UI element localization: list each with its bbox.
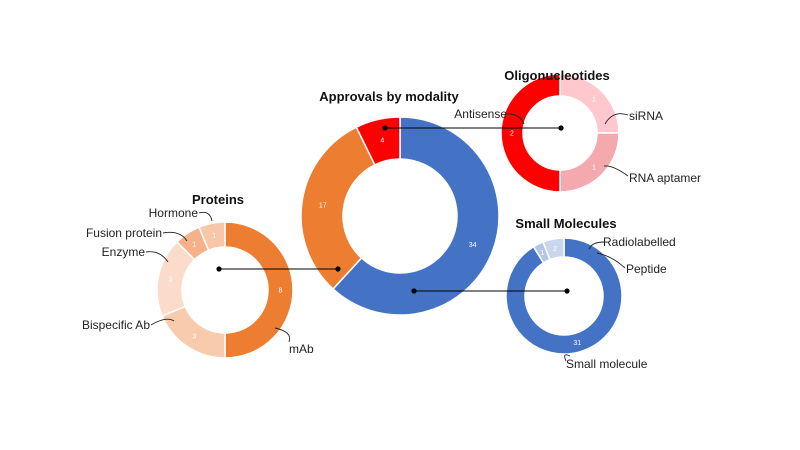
category-label-antisense: Antisense (454, 107, 507, 121)
value-label-small-molecule: 31 (573, 340, 581, 347)
slice-hormone[interactable] (197, 221, 226, 252)
connector-small-molecules-end-dot (564, 288, 570, 294)
connector-oligonucleotides (382, 125, 564, 131)
leader-line-hormone (198, 211, 213, 222)
slice-small-molecule[interactable] (505, 237, 623, 355)
value-label-proteins: 17 (319, 202, 327, 209)
slice-antisense[interactable] (500, 73, 561, 193)
category-label-hormone: Hormone (149, 206, 199, 220)
leader-line-rna-aptamer (603, 165, 629, 177)
chart-title-approvals-by-modality: Approvals by modality (319, 89, 459, 104)
donut-oligonucleotides: 1 1 2 Oligonucleotides siRNA RNA aptamer Antis… (454, 68, 701, 193)
category-label-rna-aptamer: RNA aptamer (629, 171, 701, 185)
connector-proteins-end-dot (216, 266, 222, 272)
leader-line-antisense (507, 113, 525, 125)
value-label-rna-aptamer: 1 (592, 164, 596, 171)
chart-title-proteins: Proteins (192, 192, 244, 207)
leader-line-mab (274, 327, 291, 343)
value-label-fusion-protein: 1 (192, 241, 196, 248)
category-label-fusion-protein: Fusion protein (86, 226, 162, 240)
value-label-antisense: 2 (510, 131, 514, 138)
donut-proteins: 8 3 3 1 1 Proteins mAb Bispecific Ab Enzyme Fusio… (82, 192, 314, 359)
slice-oligonucleotides[interactable] (355, 116, 401, 166)
leader-line-enzyme (145, 251, 169, 263)
slice-proteins[interactable] (300, 126, 376, 290)
value-label-peptide: 2 (553, 246, 557, 253)
value-label-bispecific-ab: 3 (192, 334, 196, 341)
slice-bispecific-ab[interactable] (161, 305, 226, 359)
connector-oligonucleotides-end-dot (558, 125, 564, 131)
value-label-small-molecules: 34 (469, 242, 477, 249)
connector-oligonucleotides-start-dot (382, 125, 388, 131)
value-label-hormone: 1 (212, 233, 216, 240)
slice-rna-aptamer[interactable] (559, 132, 620, 193)
value-label-sirna: 1 (592, 97, 596, 104)
value-label-radiolabelled: 1 (540, 250, 544, 257)
value-label-mab: 8 (279, 288, 283, 295)
category-label-small-molecule: Small molecule (566, 357, 648, 371)
value-label-oligonucleotides: 4 (380, 138, 384, 145)
category-label-radiolabelled: Radiolabelled (603, 235, 676, 249)
category-label-mab: mAb (289, 342, 314, 356)
slice-small-molecules[interactable] (331, 116, 500, 316)
leader-line-fusion-protein (162, 231, 188, 242)
category-label-peptide: Peptide (626, 262, 667, 276)
value-label-enzyme: 3 (169, 277, 173, 284)
leader-line-peptide (596, 252, 626, 269)
leader-line-small-molecule (564, 354, 571, 362)
connector-small-molecules (411, 288, 570, 294)
category-label-enzyme: Enzyme (102, 245, 146, 259)
chart-title-oligonucleotides: Oligonucleotides (504, 68, 609, 83)
leader-line-bispecific-ab (150, 318, 175, 326)
chart-title-small-molecules: Small Molecules (515, 216, 616, 231)
donut-approvals-by-modality: 34 17 4 Approvals by modality (300, 89, 500, 316)
connector-proteins-start-dot (335, 266, 341, 272)
connector-proteins (216, 266, 341, 272)
category-label-bispecific-ab: Bispecific Ab (82, 318, 150, 332)
leader-line-radiolabelled (588, 241, 605, 250)
slice-mab[interactable] (224, 221, 294, 359)
category-label-sirna: siRNA (629, 109, 663, 123)
leader-line-sirna (604, 113, 629, 125)
connector-small-molecules-start-dot (411, 288, 417, 294)
slice-peptide[interactable] (542, 237, 565, 261)
